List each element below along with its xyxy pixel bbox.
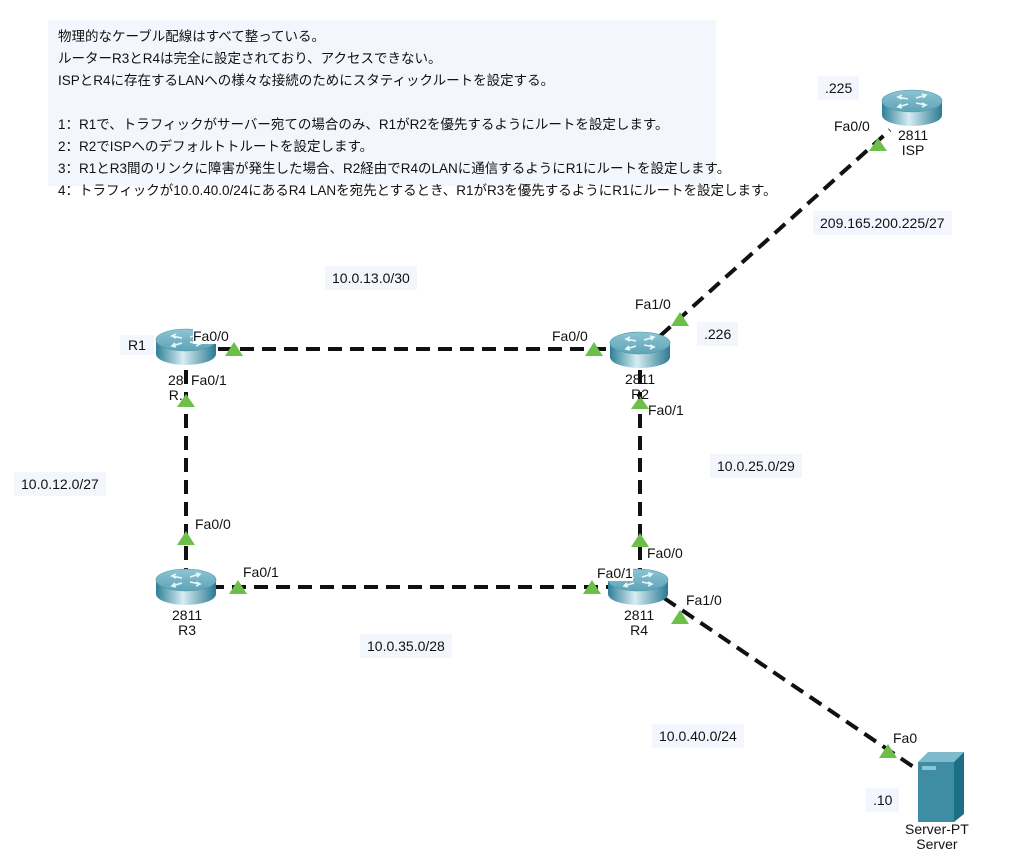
interface-label-isp-fa00: Fa0/0 — [834, 118, 870, 134]
note-line: ISPとR4に存在するLANへの様々な接続のためにスタティックルートを設定する。 — [58, 73, 555, 88]
interface-label-r1-fa00: Fa0/0 — [193, 328, 229, 344]
device-model: 2811 — [172, 607, 203, 623]
device-name: Server — [916, 836, 958, 852]
interface-label-r4-fa01: Fa0/1 — [597, 565, 633, 581]
network-label-r2-isp: 209.165.200.225/27 — [813, 211, 952, 235]
device-caption-r2: 2811 R2 — [625, 372, 655, 402]
interface-label-r4-fa10: Fa1/0 — [686, 592, 722, 608]
interface-label-r2-fa01: Fa0/1 — [648, 402, 684, 418]
note-line: 4：トラフィックが10.0.40.0/24にあるR4 LANを宛先とするとき、R… — [58, 183, 777, 198]
link-up-icon — [869, 138, 887, 151]
device-caption-server: Server-PT Server — [905, 822, 969, 852]
ip-label-server: .10 — [866, 788, 900, 812]
link-up-icon — [177, 394, 195, 407]
device-caption-r1: 28 R. — [168, 373, 184, 403]
network-label-r1-r3: 10.0.12.0/27 — [14, 472, 106, 496]
link-up-icon — [225, 342, 243, 356]
note-line: 2：R2でISPへのデフォルトトルートを設定します。 — [58, 139, 374, 154]
device-name: ISP — [901, 142, 925, 158]
cables — [184, 128, 920, 772]
interface-label-r3-fa00: Fa0/0 — [195, 516, 231, 532]
device-model: Server-PT — [905, 821, 969, 837]
interface-label-r1-fa01: Fa0/1 — [191, 372, 227, 388]
note-line — [58, 92, 706, 114]
device-tag-r1: R1 — [120, 335, 154, 355]
router-r3[interactable] — [155, 568, 217, 606]
device-model: 28 — [168, 372, 184, 388]
device-model: 2811 — [898, 127, 929, 143]
router-isp[interactable] — [881, 89, 943, 127]
interface-label-r4-fa00: Fa0/0 — [647, 545, 683, 561]
network-label-r2-r4: 10.0.25.0/29 — [710, 454, 802, 478]
device-name: R4 — [630, 622, 648, 638]
note-line: 3：R1とR3間のリンクに障害が発生した場合、R2経由でR4のLANに通信するよ… — [58, 161, 731, 176]
server-pt[interactable] — [918, 752, 964, 822]
interface-label-r3-fa01: Fa0/1 — [243, 564, 279, 580]
link-lights — [177, 138, 897, 758]
device-name: R2 — [631, 386, 649, 402]
device-model: 2811 — [624, 607, 655, 623]
interface-label-server-fa0: Fa0 — [893, 730, 918, 746]
cable-r4-server[interactable] — [662, 596, 920, 772]
link-up-icon — [583, 580, 601, 594]
ip-label-isp: .225 — [818, 76, 860, 100]
network-label-r3-r4: 10.0.35.0/28 — [360, 634, 452, 658]
network-label-r1-r2: 10.0.13.0/30 — [325, 266, 417, 290]
note-line: ルーターR3とR4は完全に設定されており、アクセスできない。 — [58, 51, 442, 66]
device-name: R. — [168, 387, 183, 403]
link-up-icon — [631, 396, 649, 409]
device-name: R3 — [178, 622, 196, 638]
ip-label-r2: .226 — [697, 322, 739, 346]
instruction-note: 物理的なケーブル配線はすべて整っている。 ルーターR3とR4は完全に設定されてお… — [48, 20, 777, 198]
link-up-icon — [177, 531, 195, 545]
link-up-icon — [671, 312, 689, 326]
device-model: 2811 — [625, 371, 656, 387]
note-line: 1：R1で、トラフィックがサーバー宛ての場合のみ、R1がR2を優先するようにルー… — [58, 117, 669, 132]
link-up-icon — [631, 533, 649, 547]
cable-r2-isp[interactable] — [658, 128, 892, 338]
device-caption-isp: 2811 ISP — [898, 128, 928, 158]
network-label-r4-lan: 10.0.40.0/24 — [652, 724, 744, 748]
interface-label-r2-fa00: Fa0/0 — [552, 328, 588, 344]
interface-label-r2-fa10: Fa1/0 — [635, 296, 671, 312]
link-up-icon — [229, 580, 247, 594]
device-caption-r3: 2811 R3 — [172, 608, 202, 638]
link-up-icon — [585, 342, 603, 356]
link-up-icon — [879, 744, 897, 758]
note-line: 物理的なケーブル配線はすべて整っている。 — [58, 29, 326, 44]
device-caption-r4: 2811 R4 — [624, 608, 654, 638]
link-up-icon — [671, 610, 689, 624]
router-r2[interactable] — [609, 331, 671, 369]
